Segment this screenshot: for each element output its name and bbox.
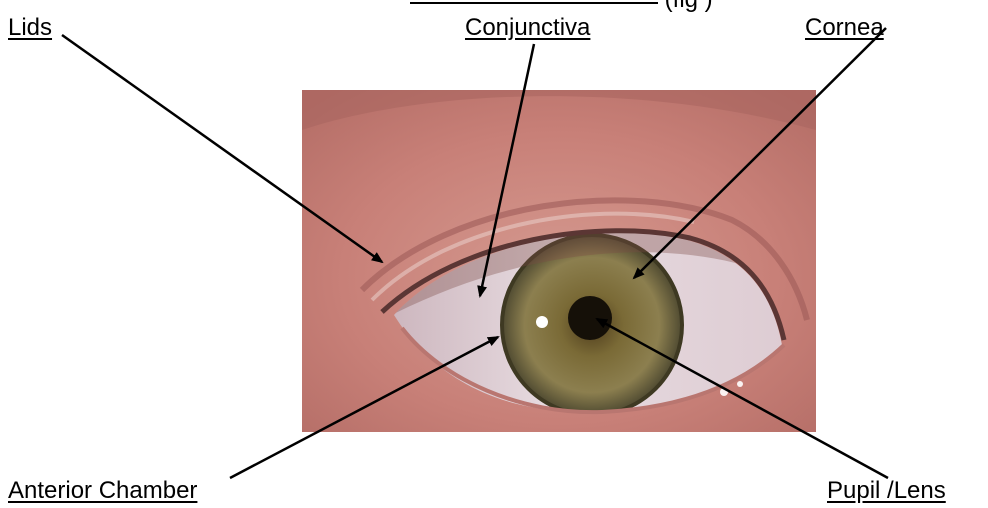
arrow-cornea	[634, 28, 886, 278]
arrow-pupil-lens	[597, 319, 888, 478]
arrow-conjunctiva	[480, 44, 534, 296]
arrow-anterior-chamber	[230, 337, 498, 478]
arrow-lids	[62, 35, 382, 262]
